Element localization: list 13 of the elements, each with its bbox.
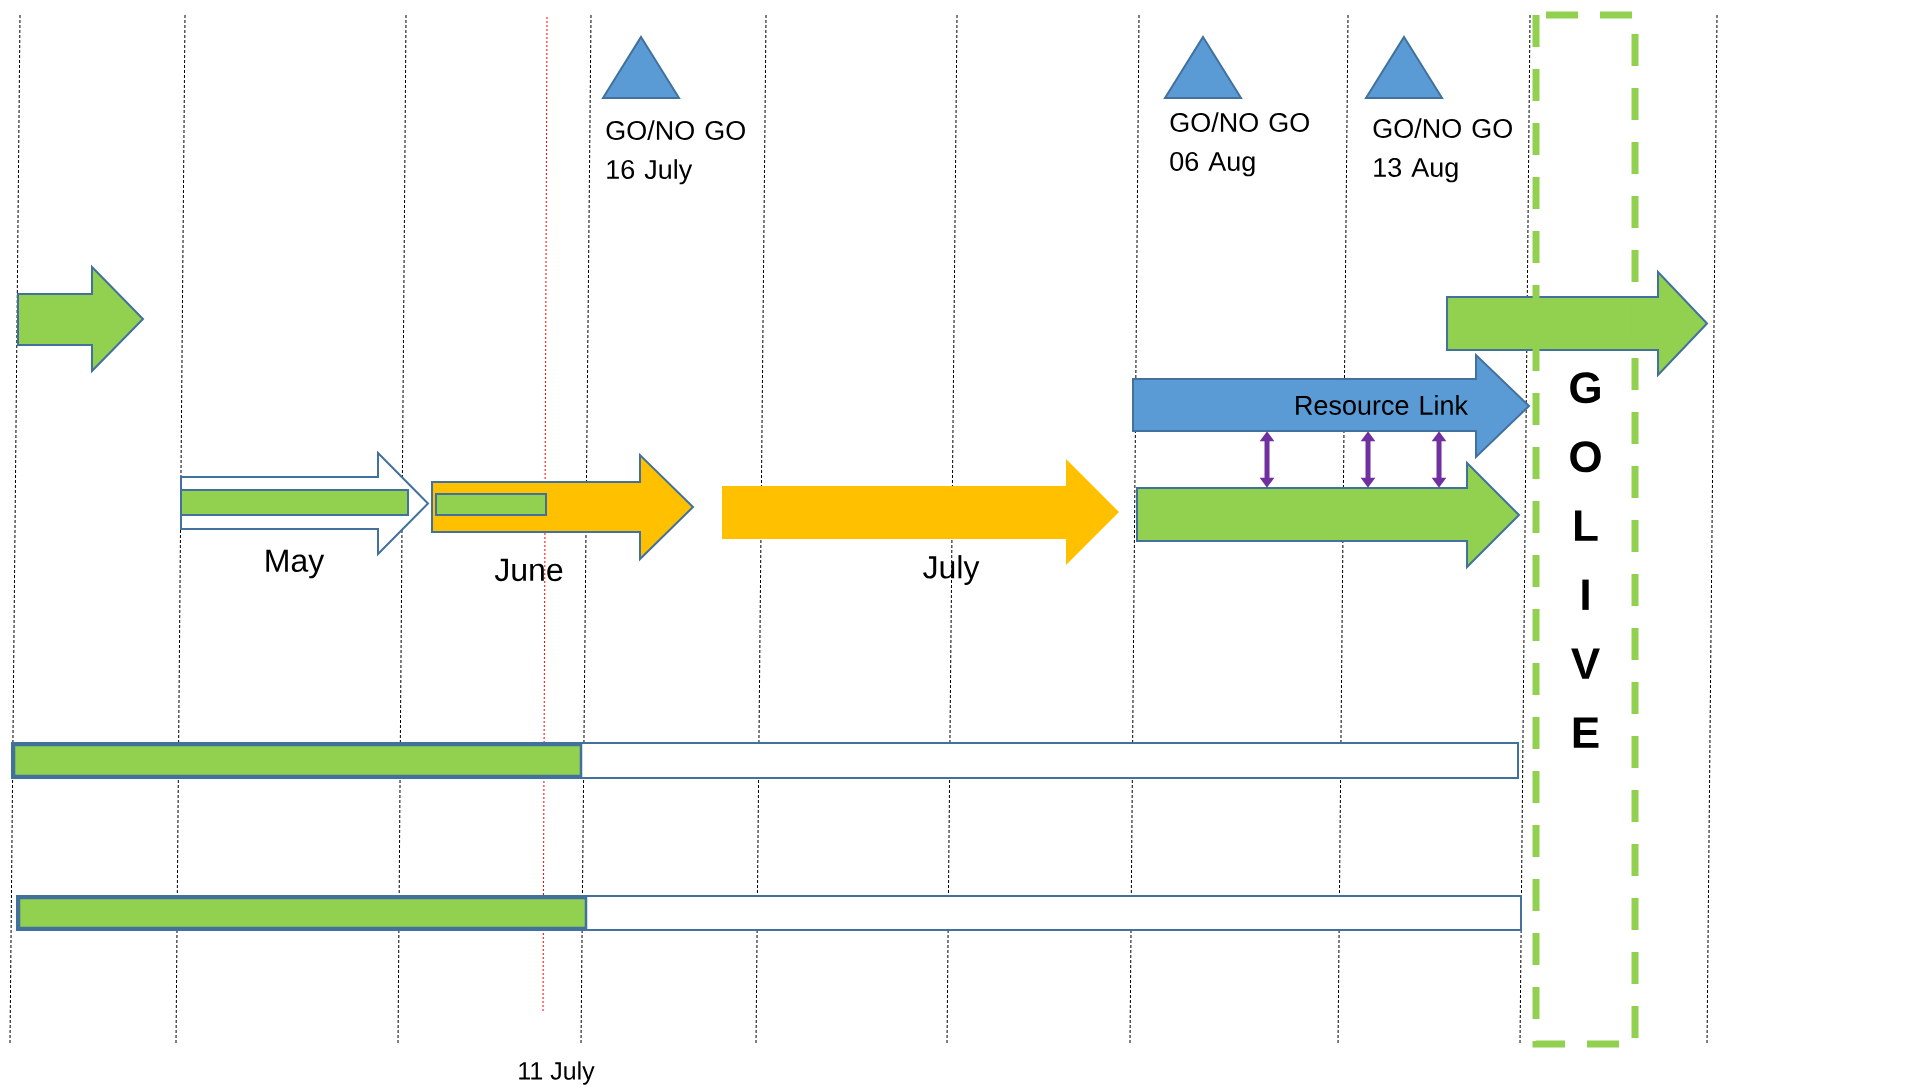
- month-label: July: [923, 555, 980, 585]
- go-live-box: G O L I V E: [1532, 11, 1639, 1048]
- task-bar: [1136, 460, 1521, 570]
- progress-bar: [11, 742, 1519, 779]
- milestone-label: GO/NO GO 16 July: [606, 120, 745, 185]
- month-label: May: [266, 549, 325, 579]
- progress-bar: [16, 895, 1522, 931]
- date-label: 11 July: [519, 1061, 595, 1085]
- milestone-label: GO/NO GO 13 Aug: [1373, 118, 1512, 183]
- task-bar: [17, 264, 145, 374]
- task-bar: Resource Link: [1132, 352, 1531, 460]
- milestone-label: GO/NO GO 06 Aug: [1170, 112, 1309, 177]
- month-label: June: [494, 558, 563, 582]
